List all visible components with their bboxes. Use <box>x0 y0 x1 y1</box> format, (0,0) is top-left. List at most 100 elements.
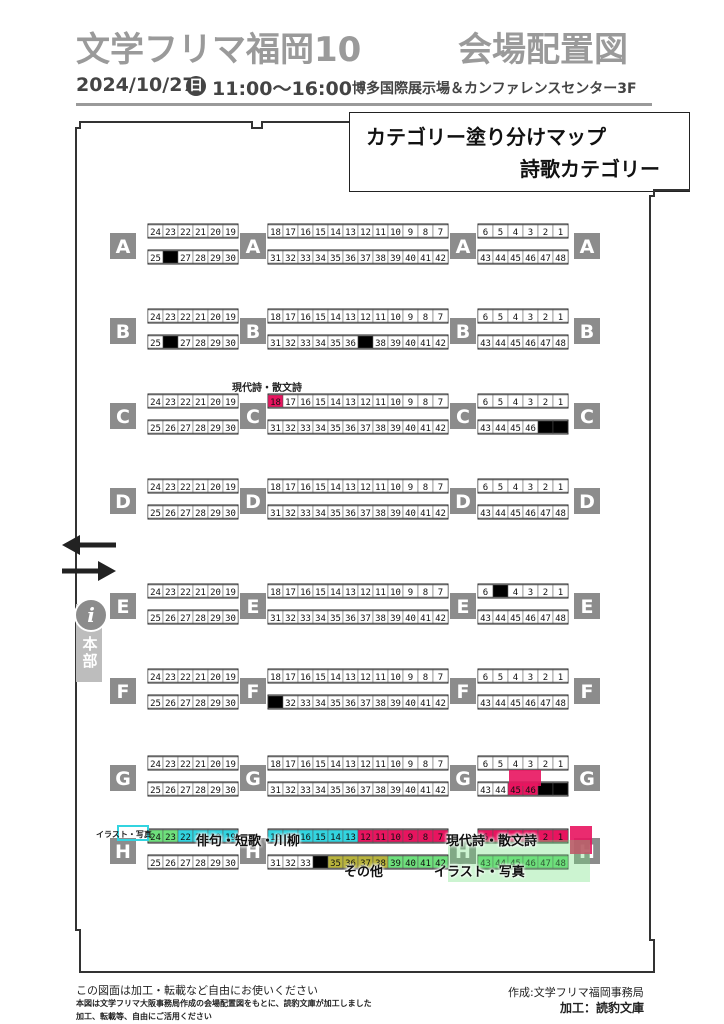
booth-number: 20 <box>210 483 221 493</box>
booth-number: 19 <box>225 398 236 408</box>
footer-note-3: 加工、転載等、自由にご活用ください <box>76 1012 212 1021</box>
credit-name: 読豹文庫 <box>596 1001 645 1015</box>
booth-number: 9 <box>408 398 413 408</box>
booth-number: 17 <box>285 673 296 683</box>
row-label-G: G <box>115 768 131 790</box>
booth-number: 6 <box>483 483 488 493</box>
row-label-box <box>110 678 136 704</box>
booth-number: 8 <box>423 588 428 598</box>
booth-B-42 <box>432 335 449 349</box>
row-label-F: F <box>247 681 260 703</box>
booth-number: 37 <box>360 699 371 709</box>
booth-number: 39 <box>390 699 401 709</box>
row-label-box <box>574 318 600 344</box>
booth-number: 26 <box>165 424 176 434</box>
venue-name: 博多国際展示場＆カンファレンスセンター3F <box>352 81 637 97</box>
row-label-A: A <box>456 236 471 258</box>
booth-C-1 <box>552 394 569 408</box>
booth-B-1 <box>552 309 569 323</box>
booth-number: 22 <box>180 760 191 770</box>
booth-number: 5 <box>498 673 503 683</box>
booth-number: 8 <box>423 760 428 770</box>
booth-number: 45 <box>510 339 521 349</box>
booth-number: 33 <box>300 859 311 869</box>
booth-number: 7 <box>438 833 443 843</box>
booth-G-7 <box>432 756 449 770</box>
booth-number: 7 <box>438 228 443 238</box>
booth-number: 12 <box>360 398 371 408</box>
booth-number: 34 <box>315 509 326 519</box>
booth-number: 20 <box>210 588 221 598</box>
booth-number: 4 <box>513 833 518 843</box>
booth-F-19 <box>222 669 239 683</box>
booth-number: 22 <box>180 398 191 408</box>
booth-number: 7 <box>438 760 443 770</box>
booth-number: 44 <box>495 424 506 434</box>
booth-number: 16 <box>300 588 311 598</box>
booth-number: 8 <box>423 228 428 238</box>
map-title: 会場配置図 <box>458 30 628 70</box>
booth-number: 19 <box>225 483 236 493</box>
booth-number: 12 <box>360 228 371 238</box>
booth-number: 18 <box>270 398 281 408</box>
booth-number: 44 <box>495 254 506 264</box>
booth-number: 14 <box>330 313 341 323</box>
row-label-box <box>450 678 476 704</box>
booth-number: 22 <box>180 228 191 238</box>
booth-G-42 <box>432 782 449 796</box>
booth-number: 48 <box>555 254 566 264</box>
booth-number: 21 <box>195 673 206 683</box>
info-icon: i <box>74 598 108 632</box>
booth-number: 45 <box>510 786 521 796</box>
booth-number: 19 <box>225 760 236 770</box>
booth-number: 34 <box>315 786 326 796</box>
booth-number: 14 <box>330 760 341 770</box>
booth-number: 46 <box>525 699 536 709</box>
booth-number: 25 <box>150 254 161 264</box>
booth-number: 6 <box>483 673 488 683</box>
booth-number: 4 <box>513 483 518 493</box>
booth-number: 45 <box>510 614 521 624</box>
booth-number: 44 <box>495 509 506 519</box>
row-label-B: B <box>580 321 594 343</box>
booth-number: 47 <box>540 509 551 519</box>
row-label-E: E <box>581 596 594 618</box>
booth-number: 31 <box>270 339 281 349</box>
booth-number: 11 <box>375 673 386 683</box>
booth-number: 15 <box>315 313 326 323</box>
booth-number: 45 <box>510 699 521 709</box>
booth-number: 32 <box>285 509 296 519</box>
entrance-arrows <box>62 535 116 581</box>
booth-number: 43 <box>480 509 491 519</box>
booth-number: 23 <box>165 398 176 408</box>
booth-number: 46 <box>525 424 536 434</box>
booth-number: 42 <box>435 254 446 264</box>
booth-number: 5 <box>498 760 503 770</box>
label-illust: イラスト・写真 <box>434 865 525 880</box>
booth-number: 28 <box>195 859 206 869</box>
row-label-F: F <box>581 681 594 703</box>
booth-number: 27 <box>180 859 191 869</box>
booth-number: 22 <box>180 833 191 843</box>
row-label-D: D <box>245 491 261 513</box>
booth-number: 1 <box>558 483 563 493</box>
booth-number: 21 <box>195 833 206 843</box>
booth-number: 5 <box>498 228 503 238</box>
booth-number: 25 <box>150 509 161 519</box>
booth-number: 28 <box>195 424 206 434</box>
booth-number: 32 <box>285 699 296 709</box>
booth-C-19 <box>222 394 239 408</box>
booth-number: 39 <box>390 614 401 624</box>
booth-number: 12 <box>360 760 371 770</box>
row-label-box <box>450 765 476 791</box>
row-label-D: D <box>455 491 471 513</box>
booth-number: 41 <box>420 339 431 349</box>
booth-number: 40 <box>405 509 416 519</box>
booth-number: 23 <box>165 833 176 843</box>
booth-E-48 <box>552 610 569 624</box>
booth-number: 40 <box>405 614 416 624</box>
booth-number: 13 <box>345 483 356 493</box>
booth-number: 13 <box>345 588 356 598</box>
booth-number: 42 <box>435 614 446 624</box>
